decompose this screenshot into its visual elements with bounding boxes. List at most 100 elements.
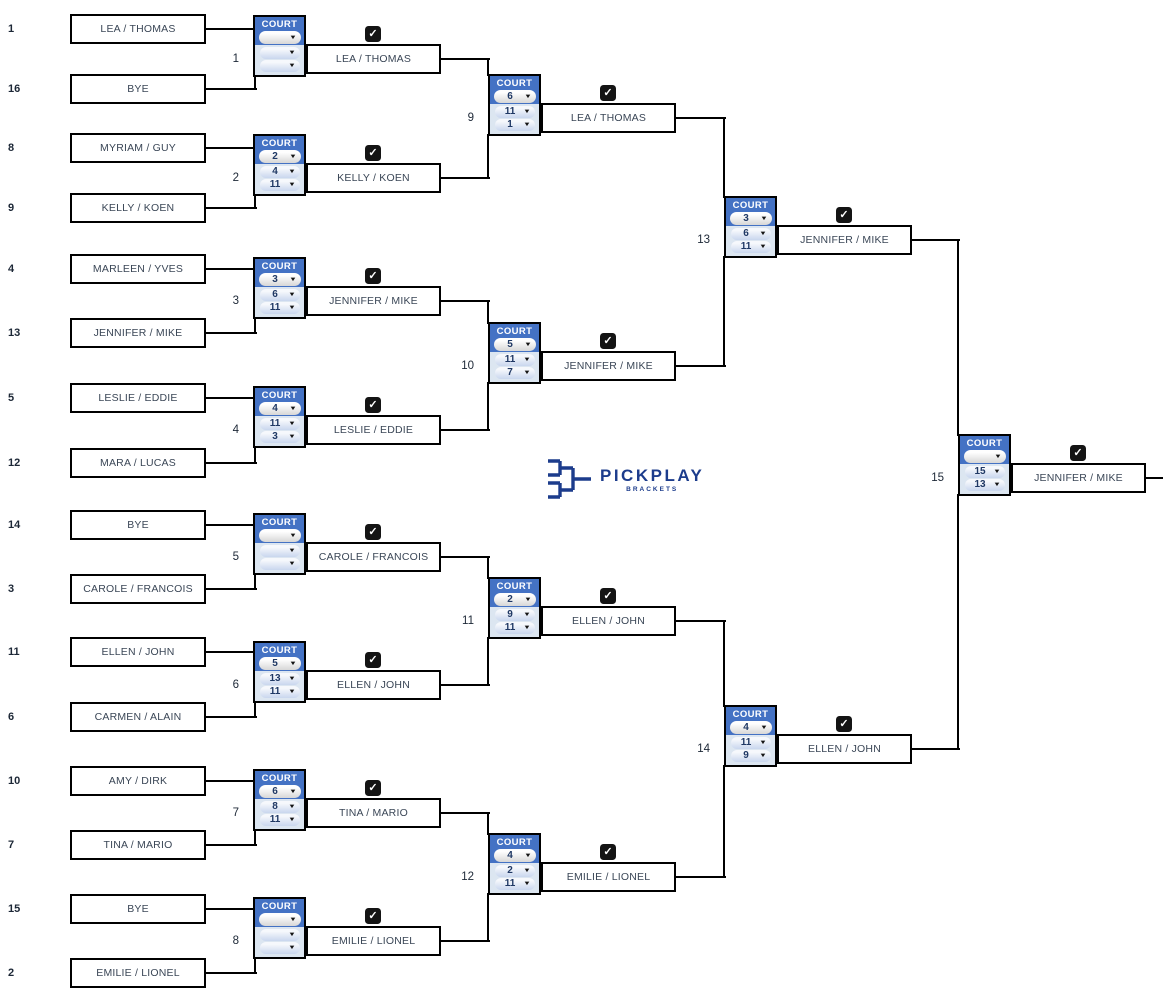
winner-box: JENNIFER / MIKE <box>1011 463 1146 493</box>
team-box: JENNIFER / MIKE <box>70 318 206 348</box>
connector-line <box>206 524 256 526</box>
dropdown-arrow-icon: ▼ <box>522 356 531 363</box>
court-dropdown[interactable]: 3▼ <box>729 212 772 225</box>
winner-checkbox[interactable]: ✓ <box>600 844 616 860</box>
court-panel-body: 15▼13▼ <box>960 464 1009 493</box>
dropdown-value: 11 <box>269 686 281 698</box>
score-dropdown-bottom[interactable]: 3▼ <box>259 431 300 444</box>
score-dropdown-bottom[interactable]: 13▼ <box>964 479 1005 492</box>
dropdown-arrow-icon: ▼ <box>287 49 296 56</box>
score-dropdown-top[interactable]: 11▼ <box>494 105 535 118</box>
score-dropdown-top[interactable]: 11▼ <box>494 353 535 366</box>
connector-line <box>487 556 489 579</box>
checkmark-icon: ✓ <box>603 845 613 858</box>
connector-line <box>487 893 489 942</box>
score-dropdown-bottom[interactable]: 11▼ <box>259 179 300 192</box>
winner-checkbox[interactable]: ✓ <box>600 85 616 101</box>
winner-checkbox[interactable]: ✓ <box>365 780 381 796</box>
score-dropdown-bottom[interactable]: ▼ <box>259 60 300 73</box>
court-panel-header: COURT▼ <box>255 17 304 45</box>
court-label: COURT <box>261 901 298 912</box>
score-dropdown-top[interactable]: 8▼ <box>259 800 300 813</box>
match-number: 1 <box>232 53 239 65</box>
court-dropdown[interactable]: 6▼ <box>493 90 536 103</box>
court-dropdown[interactable]: ▼ <box>258 913 301 926</box>
match-number: 10 <box>461 360 474 372</box>
match-number: 15 <box>931 472 944 484</box>
connector-line <box>487 134 489 179</box>
dropdown-arrow-icon: ▼ <box>522 881 531 888</box>
winner-checkbox[interactable]: ✓ <box>836 716 852 732</box>
score-dropdown-bottom[interactable]: 9▼ <box>730 750 771 763</box>
winner-checkbox[interactable]: ✓ <box>836 207 852 223</box>
court-dropdown[interactable]: 3▼ <box>258 273 301 286</box>
connector-line <box>254 77 256 90</box>
winner-checkbox[interactable]: ✓ <box>365 524 381 540</box>
checkmark-icon: ✓ <box>368 269 378 282</box>
dropdown-arrow-icon: ▼ <box>522 122 531 129</box>
score-dropdown-top[interactable]: ▼ <box>259 544 300 557</box>
score-dropdown-top[interactable]: 4▼ <box>259 165 300 178</box>
score-dropdown-bottom[interactable]: 11▼ <box>494 878 535 891</box>
dropdown-value: 11 <box>740 241 752 253</box>
score-dropdown-bottom[interactable]: ▼ <box>259 942 300 955</box>
court-dropdown[interactable]: 4▼ <box>493 849 536 862</box>
dropdown-arrow-icon: ▼ <box>523 341 532 348</box>
score-dropdown-top[interactable]: 9▼ <box>494 608 535 621</box>
court-dropdown[interactable]: ▼ <box>258 31 301 44</box>
winner-checkbox[interactable]: ✓ <box>600 333 616 349</box>
logo: PICKPLAY BRACKETS <box>545 453 704 505</box>
court-dropdown[interactable]: 2▼ <box>258 150 301 163</box>
winner-checkbox[interactable]: ✓ <box>365 268 381 284</box>
score-dropdown-bottom[interactable]: 1▼ <box>494 119 535 132</box>
court-panel-body: 8▼11▼ <box>255 799 304 828</box>
score-dropdown-bottom[interactable]: 11▼ <box>494 622 535 635</box>
score-dropdown-bottom[interactable]: 11▼ <box>730 241 771 254</box>
connector-line <box>441 684 490 686</box>
winner-checkbox[interactable]: ✓ <box>600 588 616 604</box>
winner-checkbox[interactable]: ✓ <box>365 652 381 668</box>
match-number: 6 <box>232 679 239 691</box>
dropdown-arrow-icon: ▼ <box>288 788 297 795</box>
winner-checkbox[interactable]: ✓ <box>365 26 381 42</box>
winner-checkbox[interactable]: ✓ <box>365 397 381 413</box>
match-number: 2 <box>232 172 239 184</box>
court-dropdown[interactable]: 5▼ <box>493 338 536 351</box>
score-dropdown-bottom[interactable]: 7▼ <box>494 367 535 380</box>
court-dropdown[interactable]: ▼ <box>258 529 301 542</box>
score-dropdown-top[interactable]: 13▼ <box>259 672 300 685</box>
court-panel-body: 11▼3▼ <box>255 416 304 445</box>
connector-line <box>206 397 256 399</box>
score-dropdown-top[interactable]: 6▼ <box>259 288 300 301</box>
seed-number: 16 <box>8 83 21 95</box>
team-box: EMILIE / LIONEL <box>70 958 206 988</box>
checkmark-icon: ✓ <box>603 334 613 347</box>
score-dropdown-bottom[interactable]: 11▼ <box>259 302 300 315</box>
score-dropdown-top[interactable]: ▼ <box>259 928 300 941</box>
score-dropdown-top[interactable]: 11▼ <box>259 417 300 430</box>
court-dropdown[interactable]: 4▼ <box>729 721 772 734</box>
dropdown-value: 9 <box>743 750 749 762</box>
winner-box: JENNIFER / MIKE <box>777 225 912 255</box>
score-dropdown-bottom[interactable]: 11▼ <box>259 686 300 699</box>
dropdown-value: 11 <box>269 302 281 314</box>
court-dropdown[interactable]: 4▼ <box>258 402 301 415</box>
score-dropdown-top[interactable]: 11▼ <box>730 736 771 749</box>
score-dropdown-bottom[interactable]: 11▼ <box>259 814 300 827</box>
court-dropdown[interactable]: 6▼ <box>258 785 301 798</box>
court-dropdown[interactable]: ▼ <box>963 450 1006 463</box>
score-dropdown-top[interactable]: ▼ <box>259 46 300 59</box>
court-dropdown[interactable]: 2▼ <box>493 593 536 606</box>
winner-checkbox[interactable]: ✓ <box>1070 445 1086 461</box>
score-dropdown-top[interactable]: 2▼ <box>494 864 535 877</box>
score-dropdown-bottom[interactable]: ▼ <box>259 558 300 571</box>
winner-checkbox[interactable]: ✓ <box>365 145 381 161</box>
score-dropdown-top[interactable]: 15▼ <box>964 465 1005 478</box>
score-dropdown-top[interactable]: 6▼ <box>730 227 771 240</box>
connector-line <box>254 319 256 334</box>
winner-checkbox[interactable]: ✓ <box>365 908 381 924</box>
court-dropdown[interactable]: 5▼ <box>258 657 301 670</box>
